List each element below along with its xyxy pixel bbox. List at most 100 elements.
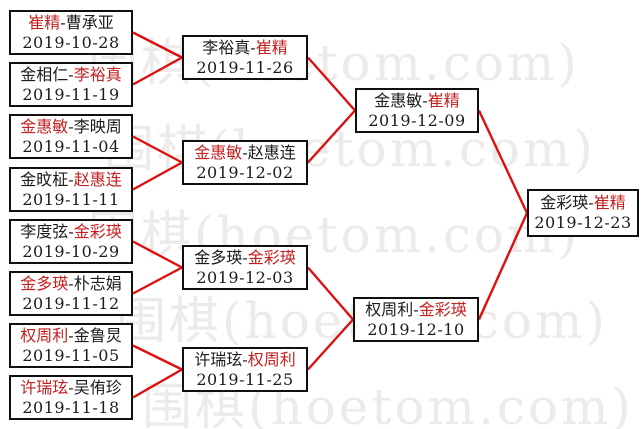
player-name: 金多瑛 <box>20 273 69 293</box>
player-name: 崔精 <box>593 193 626 212</box>
vs-dash: - <box>68 64 74 84</box>
match-date: 2019-10-28 <box>22 32 120 52</box>
vs-dash: - <box>250 37 256 57</box>
player-name: 金惠敏 <box>374 90 423 110</box>
match-date: 2019-11-18 <box>22 397 120 417</box>
player-name: 金惠敏 <box>20 116 69 136</box>
player-name: 金彩瑛 <box>247 247 296 267</box>
match-date: 2019-10-29 <box>22 241 120 261</box>
player-name: 金彩瑛 <box>73 221 122 241</box>
player-name: 金彩瑛 <box>540 193 589 212</box>
player-name: 权周利 <box>247 349 296 369</box>
bracket-connector <box>132 31 183 59</box>
bracket-connector <box>307 266 354 321</box>
bracket-connector <box>307 318 354 371</box>
match-players: 权周利-金鲁炅 <box>20 326 121 346</box>
match-players: 崔精-曹承亚 <box>28 13 113 33</box>
vs-dash: - <box>588 193 594 212</box>
match-date: 2019-12-03 <box>196 267 294 287</box>
player-name: 许瑞玹 <box>194 349 243 369</box>
player-name: 赵惠连 <box>73 169 122 189</box>
player-name: 李度弦 <box>20 221 69 241</box>
vs-dash: - <box>242 349 248 369</box>
vs-dash: - <box>68 325 74 345</box>
match-players: 金多瑛-朴志娟 <box>20 274 121 294</box>
vs-dash: - <box>60 12 66 32</box>
match-players: 李度弦-金彩瑛 <box>20 222 121 242</box>
match-players: 许瑞玹-吴侑珍 <box>20 378 121 398</box>
bracket-connector <box>132 344 183 371</box>
match-date: 2019-12-09 <box>368 110 466 130</box>
player-name: 赵惠连 <box>247 142 296 162</box>
player-name: 金惠敏 <box>194 142 243 162</box>
match-date: 2019-11-26 <box>196 57 294 77</box>
watermark-text: 围棋(hoetom.com) <box>88 34 580 92</box>
bracket-connector <box>132 161 183 191</box>
vs-dash: - <box>68 273 74 293</box>
player-name: 李映周 <box>73 116 122 136</box>
player-name: 金相仁 <box>20 64 69 84</box>
vs-dash: - <box>242 142 248 162</box>
match-players: 权周利-金彩瑛 <box>365 300 466 320</box>
match-players: 李裕真-崔精 <box>202 38 287 58</box>
bracket-connector <box>307 56 356 112</box>
vs-dash: - <box>68 169 74 189</box>
bracket-connector <box>132 368 183 399</box>
match-date: 2019-11-12 <box>22 293 120 313</box>
match-players: 金相仁-李裕真 <box>20 65 121 85</box>
bracket-connector <box>307 109 356 164</box>
vs-dash: - <box>242 247 248 267</box>
match-date: 2019-11-11 <box>22 189 120 209</box>
match-date: 2019-12-10 <box>367 319 465 339</box>
vs-dash: - <box>68 116 74 136</box>
match-players: 金旼柾-赵惠连 <box>20 170 121 190</box>
vs-dash: - <box>422 90 428 110</box>
bracket-connector <box>132 240 183 269</box>
match-date: 2019-11-05 <box>22 345 120 365</box>
vs-dash: - <box>68 221 74 241</box>
match-date: 2019-11-04 <box>22 136 120 156</box>
player-name: 金旼柾 <box>20 169 69 189</box>
bracket-connector <box>477 212 529 320</box>
player-name: 金鲁炅 <box>73 325 122 345</box>
player-name: 李裕真 <box>73 64 122 84</box>
match-players: 金惠敏-赵惠连 <box>194 143 295 163</box>
player-name: 崔精 <box>427 90 460 110</box>
bracket-connector <box>132 266 183 295</box>
bracket-connector <box>132 135 183 164</box>
player-name: 金多瑛 <box>194 247 243 267</box>
watermark-text: 围棋(hoetom.com) <box>88 206 580 264</box>
player-name: 金彩瑛 <box>418 299 467 319</box>
player-name: 许瑞玹 <box>20 377 69 397</box>
player-name: 李裕真 <box>202 37 251 57</box>
player-name: 权周利 <box>20 325 69 345</box>
match-date: 2019-12-23 <box>534 213 632 232</box>
match-players: 许瑞玹-权周利 <box>194 350 295 370</box>
vs-dash: - <box>413 299 419 319</box>
player-name: 权周利 <box>365 299 414 319</box>
bracket-connector <box>132 56 183 86</box>
player-name: 曹承亚 <box>65 12 114 32</box>
match-date: 2019-11-25 <box>196 369 294 389</box>
match-date: 2019-12-02 <box>196 162 294 182</box>
match-players: 金惠敏-崔精 <box>374 91 459 111</box>
match-players: 金多瑛-金彩瑛 <box>194 248 295 268</box>
player-name: 崔精 <box>28 12 61 32</box>
player-name: 崔精 <box>255 37 288 57</box>
